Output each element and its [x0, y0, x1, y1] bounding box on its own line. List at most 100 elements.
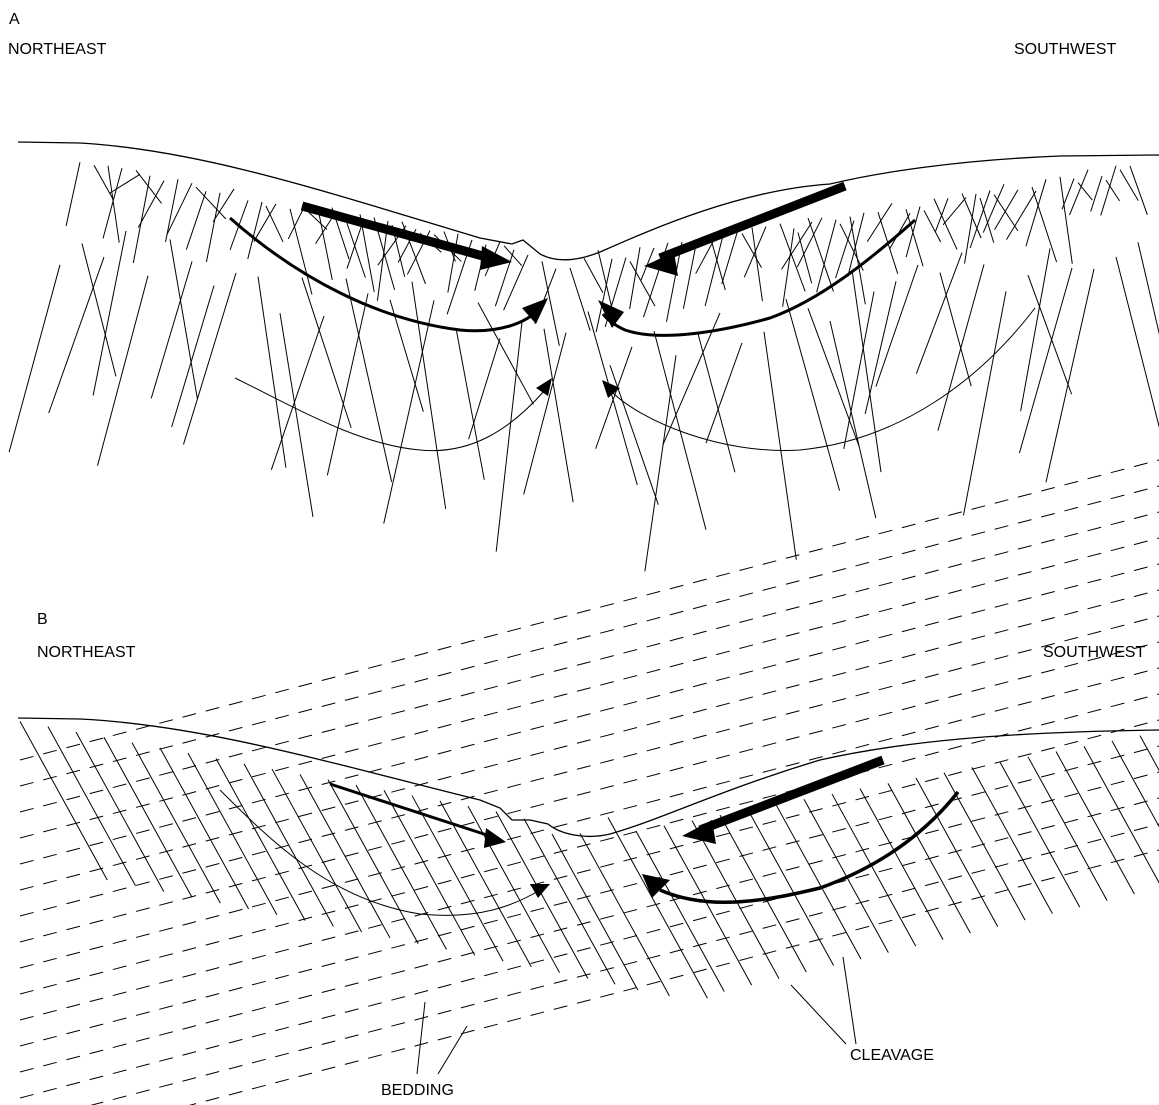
panel-b-northeast-label: NORTHEAST	[37, 645, 135, 661]
fracture-line	[867, 203, 892, 241]
bedding-line	[20, 512, 1159, 812]
fracture-line	[830, 321, 876, 518]
fracture-line	[170, 239, 197, 398]
fracture-line	[138, 181, 164, 228]
fracture-line	[93, 231, 126, 396]
fracture-line	[496, 322, 522, 552]
fracture-line	[781, 222, 812, 269]
cleavage-line	[104, 737, 192, 897]
fracture-line	[744, 227, 766, 278]
fracture-line	[1026, 179, 1046, 246]
cleavage-leader-line-2	[843, 957, 856, 1044]
fracture-line	[995, 190, 1018, 230]
fracture-line	[610, 365, 658, 504]
bedding-line	[20, 850, 1159, 1105]
cleavage-leader-line-1	[791, 985, 846, 1044]
fracture-line	[1021, 248, 1050, 411]
cleavage-line	[608, 817, 707, 998]
panel-a-southwest-label: SOUTHWEST	[1014, 42, 1116, 58]
fracture-line	[271, 316, 324, 470]
cleavage-line	[832, 794, 916, 946]
cleavage-line	[412, 796, 503, 962]
fracture-line	[630, 247, 640, 309]
fracture-line	[196, 187, 226, 219]
fracture-line	[1101, 166, 1116, 216]
fracture-line	[865, 281, 896, 414]
fracture-line	[1138, 242, 1159, 456]
fracture-line	[940, 273, 971, 387]
fracture-line	[98, 276, 148, 466]
panel-a-deep-flow-right	[612, 308, 1035, 450]
fracture-line	[290, 209, 312, 295]
cleavage-line	[916, 778, 998, 927]
panel-b-cross-section	[18, 460, 1159, 1105]
bedding-line	[20, 564, 1159, 864]
fracture-line	[890, 213, 910, 249]
cleavage-callout-label: CLEAVAGE	[850, 1048, 934, 1064]
fracture-line	[9, 265, 60, 452]
fracture-line	[654, 331, 706, 530]
bedding-line	[20, 720, 1159, 1020]
fracture-line	[836, 221, 854, 278]
fracture-line	[346, 279, 392, 482]
bedding-callout-label: BEDDING	[381, 1083, 454, 1099]
fracture-line	[109, 174, 140, 193]
bedding-line	[20, 460, 1159, 760]
fracture-line	[108, 166, 119, 243]
panel-b-cleavage-lines	[20, 721, 1159, 998]
bedding-line	[20, 668, 1159, 968]
fracture-line	[524, 333, 566, 495]
fracture-line	[384, 300, 434, 523]
fracture-line	[1116, 257, 1159, 455]
cleavage-line	[1000, 762, 1080, 907]
fracture-line	[780, 224, 805, 292]
fracture-line	[934, 199, 957, 250]
cleavage-line	[48, 727, 136, 886]
panel-a-fracture-lines	[9, 162, 1159, 571]
fracture-line	[916, 253, 962, 374]
panel-b-thin-arrowhead	[484, 828, 506, 848]
bedding-leader-line-1	[417, 1002, 425, 1074]
fracture-line	[924, 211, 941, 242]
fracture-line	[596, 347, 632, 449]
fracture-line	[588, 312, 637, 485]
cleavage-line	[496, 811, 588, 978]
fracture-line	[318, 209, 332, 280]
fracture-line	[49, 257, 104, 413]
fracture-line	[852, 270, 881, 472]
bedding-line	[20, 486, 1159, 786]
panel-a-deep-arrowhead-left	[536, 378, 552, 396]
panel-b-bedding-lines	[20, 460, 1159, 1105]
fracture-line	[906, 209, 923, 266]
fracture-line	[808, 218, 833, 291]
bedding-line	[20, 824, 1159, 1105]
fracture-line	[136, 170, 162, 203]
fracture-line	[876, 265, 918, 387]
cleavage-line	[972, 767, 1052, 913]
panel-a-northeast-label: NORTHEAST	[8, 42, 106, 58]
fracture-line	[186, 191, 206, 249]
cleavage-line	[20, 721, 107, 880]
fracture-line	[172, 286, 214, 428]
panel-b-thick-arrow-shaft	[700, 760, 883, 830]
cleavage-line	[132, 743, 220, 904]
panel-a-letter: A	[9, 12, 20, 28]
fracture-line	[1091, 176, 1102, 211]
panel-a-deep-arrowhead-right	[602, 380, 620, 398]
fracture-line	[167, 183, 192, 234]
fracture-line	[1006, 191, 1036, 240]
fracture-line	[1032, 187, 1057, 262]
fracture-line	[266, 206, 283, 242]
fracture-line	[103, 168, 122, 238]
fracture-line	[1120, 170, 1138, 201]
cleavage-line	[524, 819, 615, 984]
fracture-line	[698, 334, 735, 472]
fracture-line	[742, 234, 761, 268]
fracture-line	[962, 194, 981, 239]
fracture-line	[66, 162, 80, 226]
bedding-line	[20, 798, 1159, 1098]
bedding-line	[20, 694, 1159, 994]
fracture-line	[1060, 177, 1072, 264]
cleavage-line	[1028, 757, 1107, 901]
cleavage-line	[1056, 752, 1134, 895]
